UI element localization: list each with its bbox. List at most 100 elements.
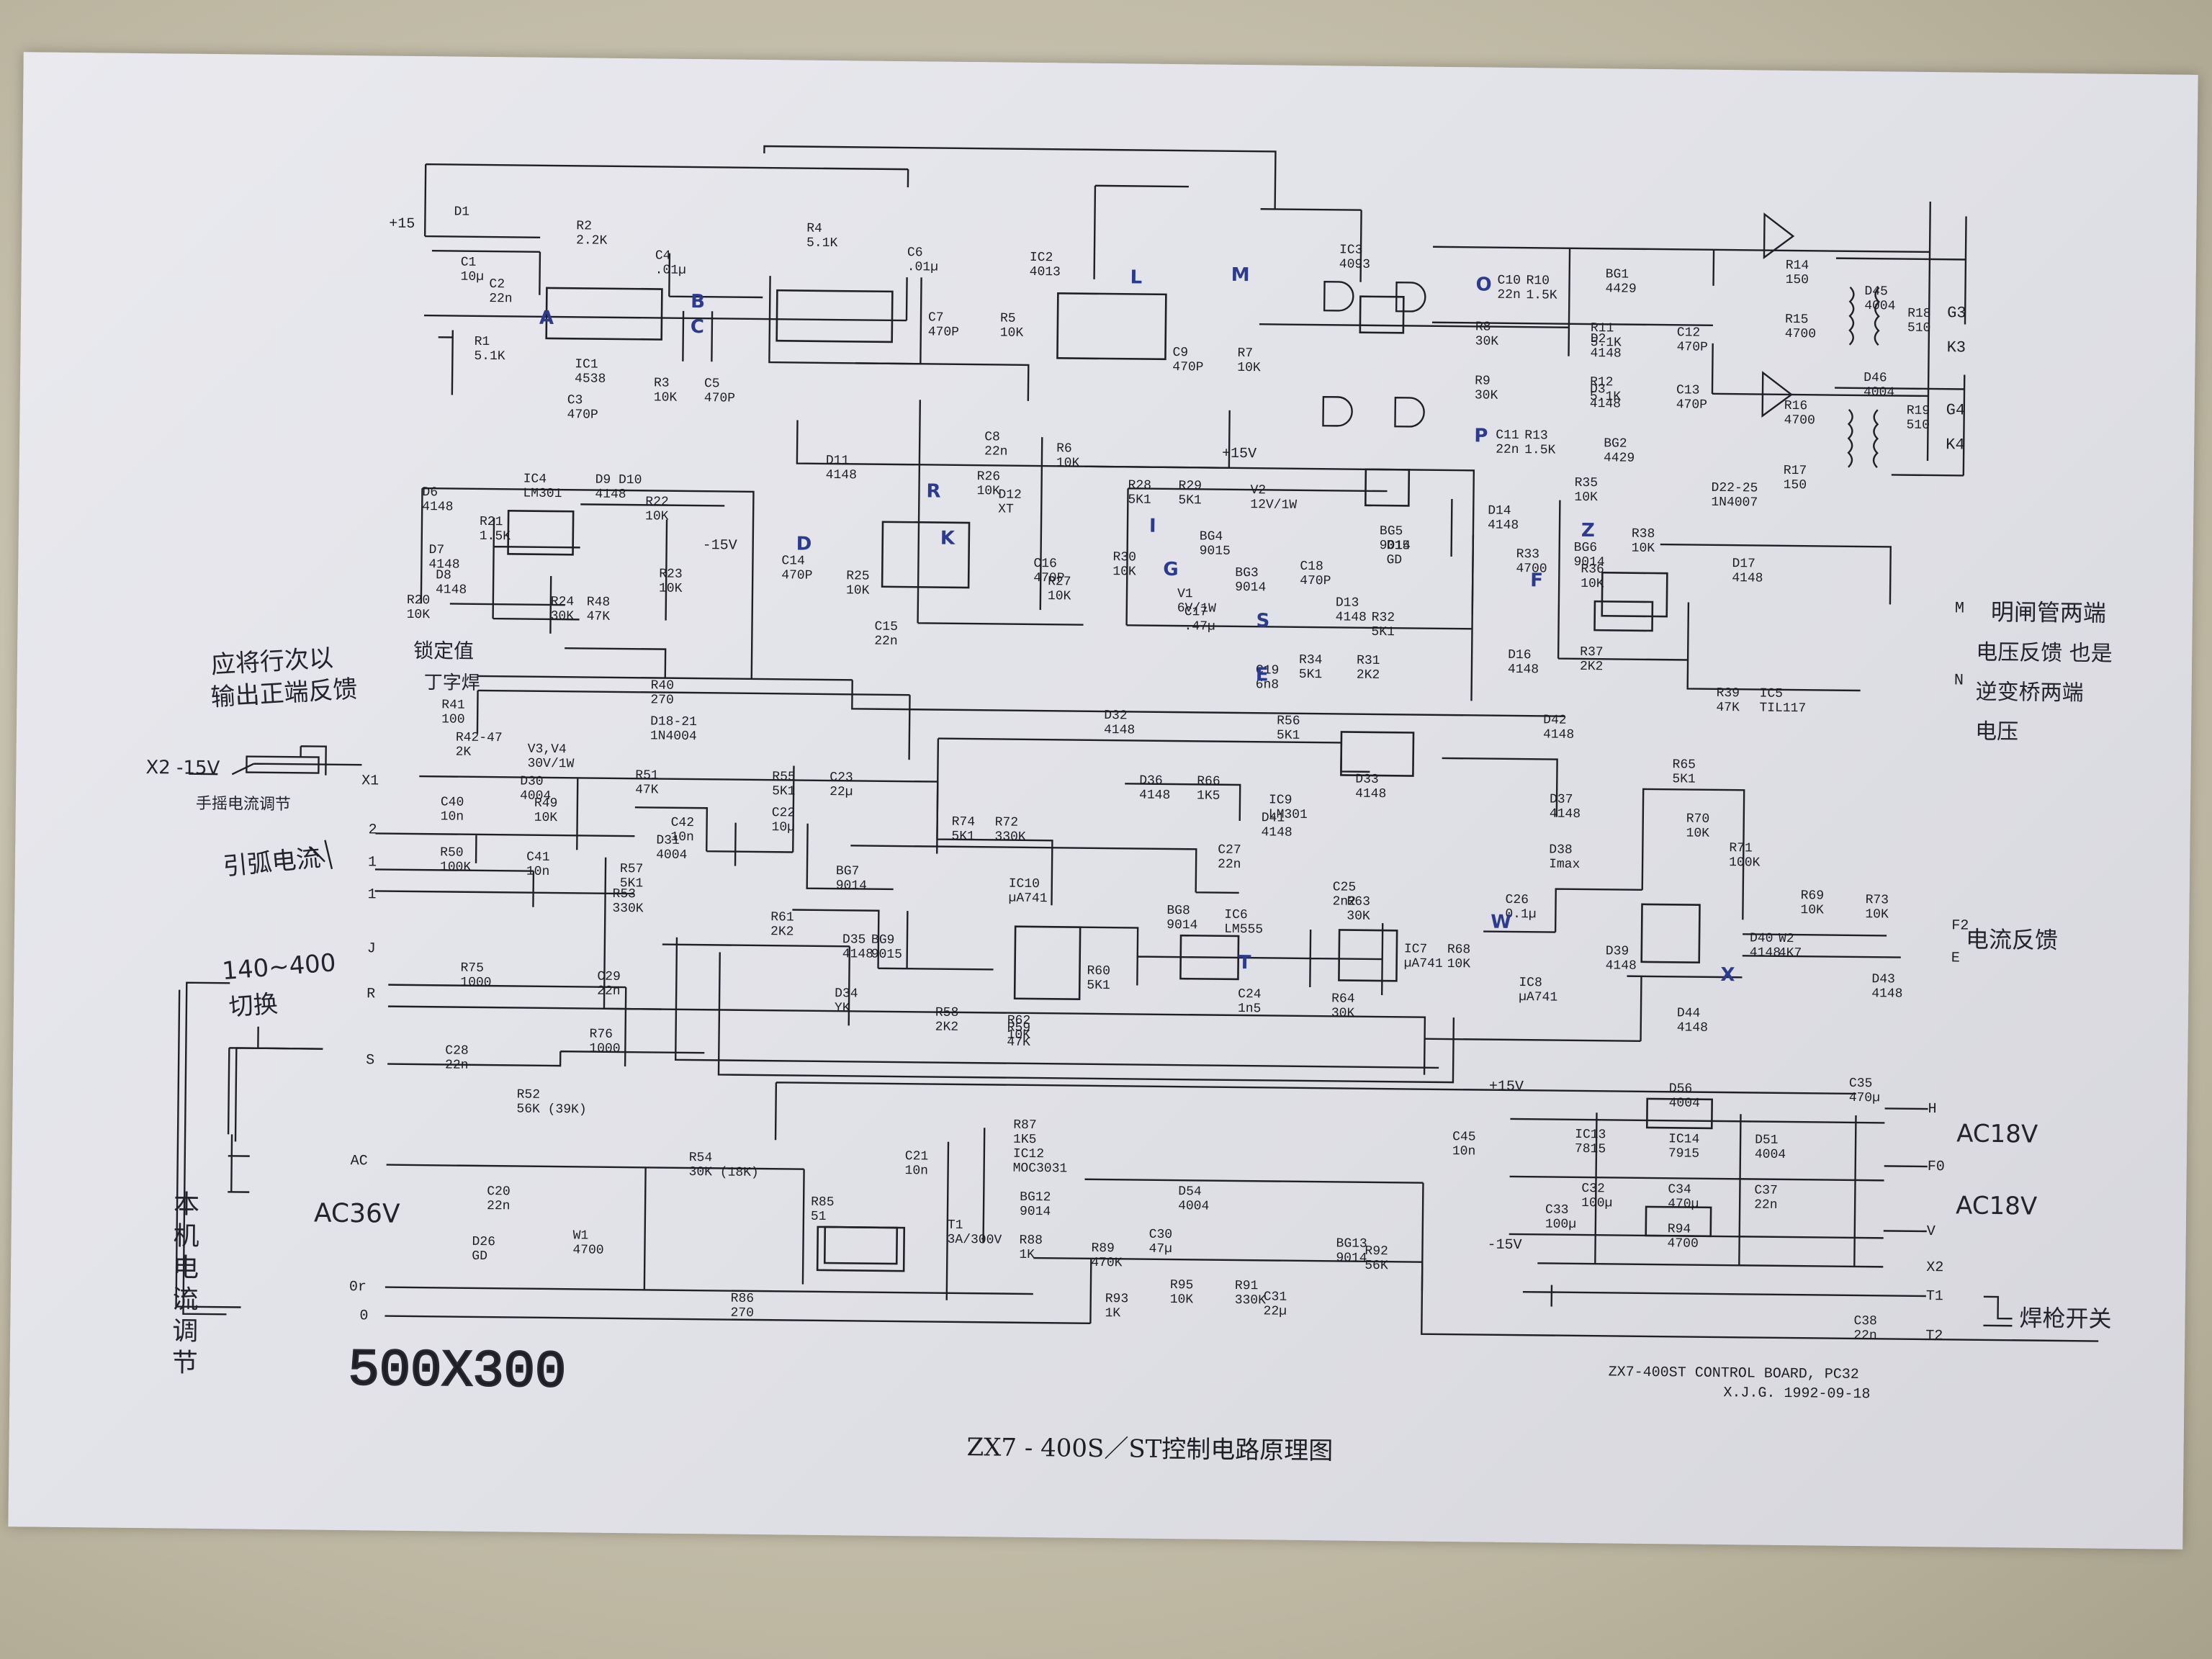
node-letter: C: [691, 316, 704, 338]
component-ref: R48: [587, 595, 611, 609]
component-value: 470µ: [1668, 1197, 1699, 1211]
component-value: 9014: [1235, 580, 1266, 595]
component-value: 2K: [456, 745, 472, 760]
component-ref: R25: [846, 569, 870, 583]
component-value: 10K: [1000, 325, 1024, 340]
component-ref: C1: [461, 256, 477, 270]
component-ref: R51: [635, 768, 659, 783]
board-date: X.J.G. 1992-09-18: [1723, 1385, 1870, 1403]
node-letter: K: [940, 528, 956, 549]
component-ref: BG12: [1020, 1190, 1051, 1205]
component-ref: R58: [935, 1006, 959, 1020]
component-ref: D7: [428, 543, 444, 557]
component-ref: D33: [1355, 773, 1379, 787]
component-value: 470P: [781, 568, 812, 583]
component-ref: C13: [1676, 383, 1700, 397]
component-ref: D30: [520, 775, 544, 789]
component-value: 30V/1W: [527, 757, 574, 772]
component-ref: T1: [948, 1218, 963, 1233]
component-ref: D17: [1732, 557, 1755, 571]
component-ref: D9 D10: [595, 473, 642, 488]
component-ref: R71: [1729, 841, 1753, 855]
component-value: 6V/1W: [1177, 601, 1216, 616]
conn-1: 1: [368, 854, 377, 871]
component-ref: IC9: [1269, 793, 1292, 807]
note-current-pot-char: 流: [172, 1285, 198, 1315]
component-value: 4148: [1550, 806, 1581, 821]
component-value: 4K7: [1779, 946, 1802, 961]
component-ref: IC14: [1668, 1132, 1699, 1146]
component-value: LM301: [1269, 807, 1308, 822]
component-value: .01µ: [655, 263, 686, 277]
component-value: 22n: [1754, 1197, 1778, 1212]
size-stamp: 500X300: [348, 1341, 566, 1402]
component-value: 9015: [1200, 544, 1231, 558]
conn-1b: 1: [367, 886, 376, 903]
component-ref: D13: [1336, 595, 1359, 610]
node-letter: E: [1256, 664, 1269, 685]
component-value: 56K (39K): [516, 1102, 586, 1117]
component-value: 4148: [1261, 825, 1292, 840]
note-current-pot-char: 节: [172, 1349, 198, 1378]
component-value: 5.1K: [474, 349, 505, 364]
component-value: 10n: [670, 830, 694, 845]
component-ref: R42-47: [456, 731, 503, 746]
component-value: 1.5K: [480, 529, 511, 544]
component-ref: V1: [1177, 587, 1193, 601]
component-value: 4148: [436, 583, 467, 597]
note-gate-4: 电压: [1975, 719, 2018, 745]
component-ref: D26: [472, 1235, 495, 1249]
note-gate-3: 逆变桥两端: [1975, 680, 2083, 706]
component-value: 1.5K: [1524, 443, 1556, 457]
component-value: 10K: [1800, 903, 1824, 917]
component-value: 4148: [842, 947, 873, 961]
component-value: 47K: [1716, 701, 1740, 715]
component-value: 22n: [874, 634, 898, 649]
component-ref: IC8: [1519, 976, 1542, 990]
component-value: 100K: [1729, 855, 1761, 870]
component-value: µA741: [1008, 891, 1047, 907]
component-ref: C38: [1853, 1314, 1877, 1328]
conn-t2: T2: [1925, 1328, 1943, 1344]
node-letter: Z: [1581, 520, 1595, 541]
component-value: 330K: [1235, 1293, 1267, 1308]
component-ref: R19: [1907, 404, 1930, 418]
component-value: 9014: [1380, 539, 1411, 553]
component-ref: R15: [1785, 313, 1809, 327]
component-value: 470P: [1172, 360, 1203, 374]
component-ref: R76: [589, 1028, 613, 1042]
note-remote-pot: 手摇电流调节: [196, 795, 291, 814]
component-ref: IC4: [523, 472, 547, 487]
component-value: 4148: [1139, 788, 1170, 803]
node-letter: B: [691, 291, 705, 313]
component-value: 4004: [1669, 1096, 1700, 1110]
node-letter: G: [1163, 559, 1179, 580]
conn-k4: K4: [1946, 436, 1965, 454]
component-ref: C17: [1184, 605, 1208, 619]
component-ref: D15: [1387, 539, 1411, 553]
component-value: XT: [998, 502, 1014, 516]
rail-plus15-a: +15V: [1222, 446, 1256, 463]
conn-r: R: [367, 986, 375, 1002]
component-value: 10µ: [460, 270, 484, 284]
component-ref: D31: [656, 834, 680, 848]
component-ref: R73: [1866, 893, 1889, 907]
component-ref: R55: [772, 770, 796, 784]
component-value: 22n: [1497, 288, 1521, 302]
component-ref: R3: [654, 376, 670, 390]
note-current-pot-char: 电: [173, 1254, 199, 1283]
schematic-drawing: R22.2KC4.01µIC14538C110µC222nD1R15.1KC34…: [145, 145, 2113, 1465]
component-value: 10K: [1686, 826, 1709, 840]
component-ref: R68: [1447, 943, 1471, 957]
component-ref: R9: [1475, 374, 1491, 388]
component-labels: R22.2KC4.01µIC14538C110µC222nD1R15.1KC34…: [407, 205, 1931, 1344]
component-value: YK: [835, 1001, 850, 1015]
component-value: 470P: [1300, 574, 1331, 588]
component-value: 4148: [1488, 518, 1519, 533]
pulse-transformers: [1847, 286, 1881, 469]
component-value: 470µ: [1849, 1091, 1880, 1105]
component-value: 4004: [1755, 1148, 1786, 1162]
conn-h: H: [1928, 1101, 1936, 1118]
component-value: 30K: [551, 609, 575, 624]
component-ref: D36: [1139, 774, 1163, 788]
